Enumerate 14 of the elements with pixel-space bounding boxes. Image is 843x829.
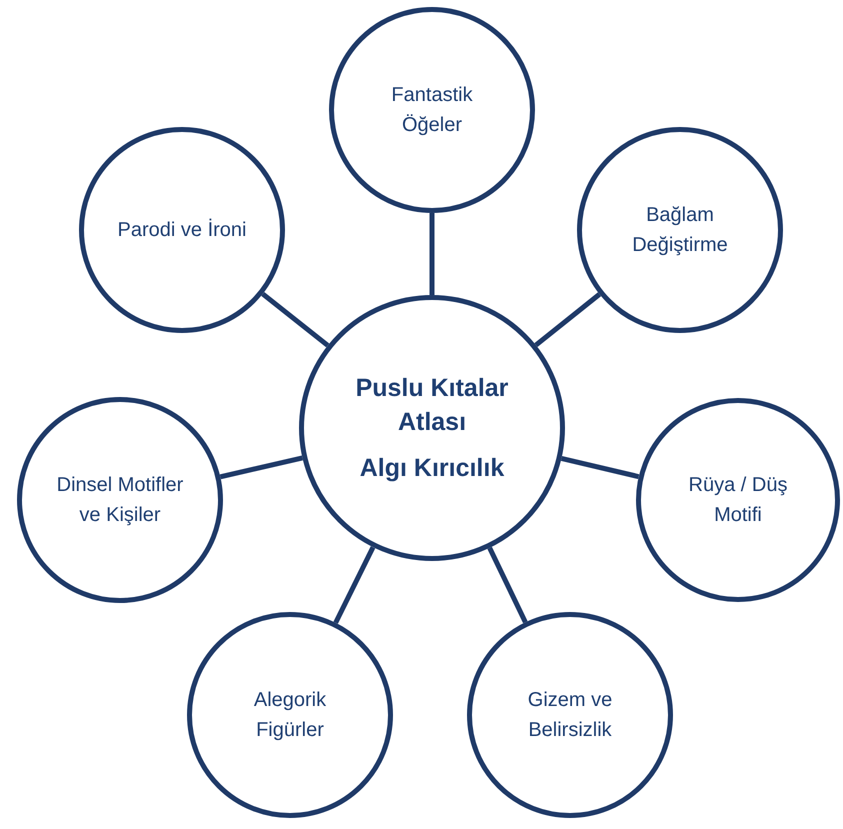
central-title: Puslu Kıtalar Atlası <box>354 373 510 438</box>
topic-label: Bağlam Değiştirme <box>631 203 729 258</box>
connector-line <box>487 546 528 624</box>
topic-label: Dinsel Motifler ve Kişiler <box>56 473 184 528</box>
connector-line <box>534 292 602 347</box>
topic-label: Rüya / Düş Motifi <box>688 473 788 528</box>
central-title: Algı Kırıcılık <box>360 453 504 484</box>
connector-line <box>333 546 376 624</box>
connector-line <box>430 213 434 295</box>
topic-label: Gizem ve Belirsizlik <box>526 688 614 743</box>
connector-line <box>261 292 330 348</box>
topic-label: Parodi ve İroni <box>118 218 246 243</box>
topic-label: Fantastik Öğeler <box>390 83 474 138</box>
topic-label: Alegorik Figürler <box>252 688 328 743</box>
